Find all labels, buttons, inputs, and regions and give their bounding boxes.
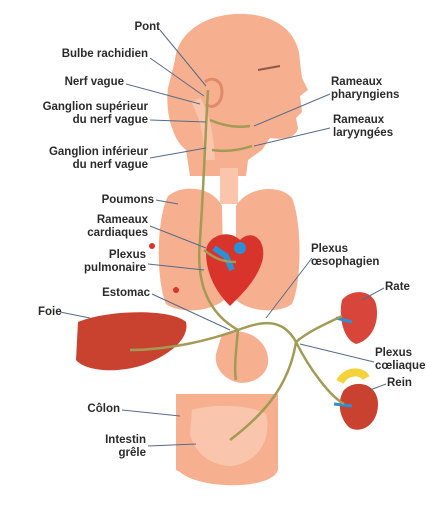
pointer-poumons — [155, 199, 179, 205]
head-illustration — [167, 13, 308, 176]
label-plexus-pulmonaire: Plexus pulmonaire — [84, 249, 146, 274]
label-bulbe-rachidien: Bulbe rachidien — [61, 48, 148, 60]
pointer-ganglion-inf — [149, 147, 207, 159]
kidney-illustration — [333, 368, 378, 430]
label-rein: Rein — [387, 377, 412, 389]
red-marker-2 — [173, 287, 179, 293]
left-lung — [158, 188, 224, 311]
trachea — [220, 168, 238, 204]
label-estomac: Estomac — [102, 287, 150, 299]
stomach — [215, 331, 269, 383]
spleen-illustration — [335, 292, 378, 344]
pointer-rameaux-cardiaques — [149, 225, 207, 249]
label-rameaux-pharyngiens: Rameaux pharyngiens — [331, 76, 400, 101]
pointer-intestin — [147, 443, 197, 447]
heart-vessel-blue — [212, 245, 235, 272]
vagus-nerve-trunk — [198, 89, 239, 332]
pointer-rein — [369, 383, 387, 391]
label-plexus-coeliaque: Plexus cœliaque — [375, 347, 426, 372]
label-colon: Côlon — [87, 403, 120, 415]
pointer-pont — [159, 29, 207, 87]
hepatic-branch — [129, 328, 239, 352]
label-poumons: Poumons — [101, 194, 154, 206]
pointer-plexus-coeliaque — [299, 343, 375, 363]
trachea-illustration — [220, 168, 238, 204]
pointer-foie — [59, 311, 91, 319]
label-pont: Pont — [134, 21, 160, 33]
kidney — [339, 383, 378, 430]
ear — [204, 77, 224, 108]
pointer-ganglion-sup — [149, 119, 207, 123]
label-plexus-oesophagien: Plexus œsophagien — [311, 243, 380, 268]
label-rameaux-cardiaques: Rameaux cardiaques — [87, 214, 148, 239]
pointer-lines — [59, 29, 387, 447]
label-intestin-grele: Intestin grêle — [105, 434, 146, 459]
label-ganglion-inferieur: Ganglion inférieur du nerf vague — [48, 146, 148, 171]
vagus-nerve-paths — [129, 89, 345, 441]
renal-branch — [294, 341, 345, 406]
pointer-plexus-oesophagien — [265, 257, 313, 319]
liver — [76, 312, 187, 371]
pointer-bulbe — [149, 57, 205, 97]
head-silhouette — [167, 13, 308, 176]
pointer-plexus-pulmonaire — [147, 263, 205, 271]
label-foie: Foie — [38, 306, 62, 318]
intestine-illustration — [176, 394, 278, 486]
splenic-branch — [295, 314, 343, 343]
pointer-estomac — [151, 293, 231, 331]
label-rate: Rate — [385, 281, 410, 293]
pointer-colon — [121, 409, 181, 417]
pointer-rameaux-pharyngiens — [253, 93, 331, 127]
laryngeal-branch — [211, 144, 253, 153]
esophageal-plexus — [237, 321, 298, 343]
red-marker-1 — [149, 243, 155, 249]
label-nerf-vague: Nerf vague — [64, 76, 124, 88]
label-rameaux-laryngees: Rameaux laryyngées — [333, 114, 394, 139]
eye — [257, 65, 281, 71]
pointer-rate — [361, 287, 385, 301]
stomach-illustration — [215, 331, 269, 383]
spleen — [340, 292, 378, 344]
cardiac-branch — [203, 249, 237, 264]
small-intestine — [190, 405, 268, 466]
liver-illustration — [76, 312, 187, 371]
pointer-nerf-vague — [125, 83, 201, 105]
intestinal-branch — [229, 341, 298, 441]
heart-illustration — [206, 234, 264, 306]
pointer-rameaux-laryngees — [253, 127, 331, 147]
adrenal-gland — [336, 368, 370, 385]
pharyngeal-branch — [209, 118, 251, 128]
kidney-vessel — [333, 402, 353, 408]
heart-vessel-blue-2 — [234, 242, 246, 254]
label-ganglion-superieur: Ganglion supérieur du nerf vague — [42, 101, 148, 126]
gastric-branch — [233, 329, 240, 381]
